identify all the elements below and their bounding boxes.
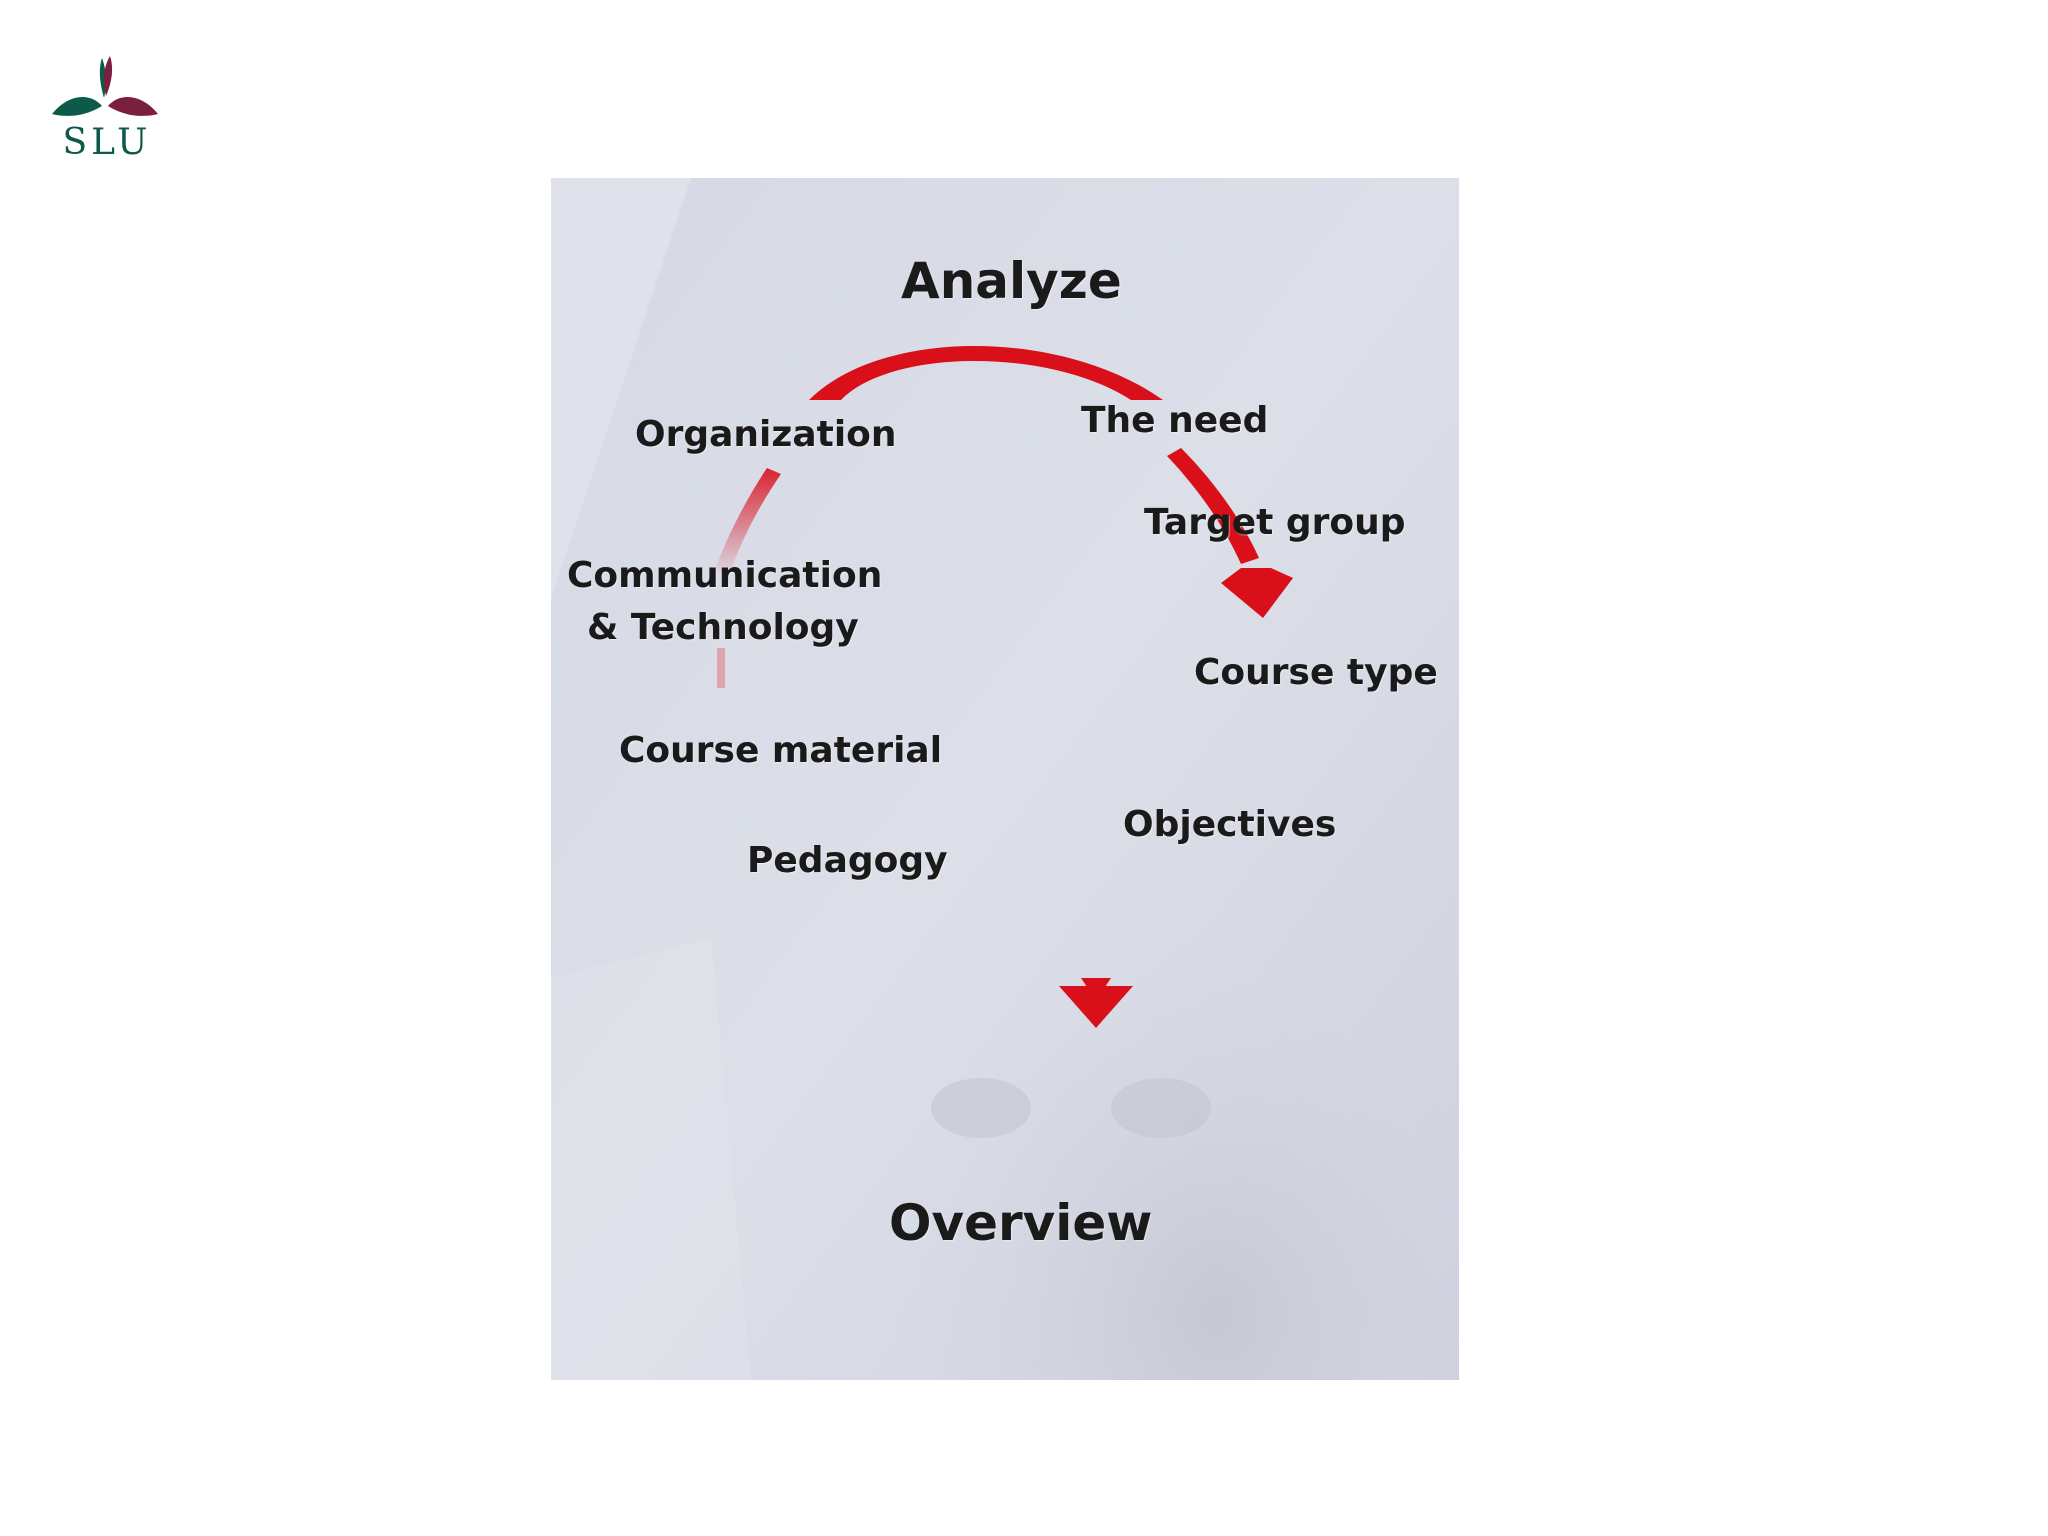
diagram-background xyxy=(551,178,1459,1380)
label-course-material: Course material xyxy=(619,730,943,771)
label-the-need: The need xyxy=(1081,400,1269,441)
arc-top xyxy=(809,346,1163,400)
analyze-diagram: Analyze Organization The need Target gro… xyxy=(551,178,1459,1380)
arrow-down xyxy=(1059,986,1133,1028)
arrow-head-right xyxy=(1221,568,1293,618)
label-course-type: Course type xyxy=(1194,652,1438,693)
diagram-title: Analyze xyxy=(901,252,1122,310)
arc-left xyxy=(715,468,781,576)
label-technology: & Technology xyxy=(587,607,859,648)
label-organization: Organization xyxy=(635,414,897,455)
diagram-footer-overview: Overview xyxy=(889,1194,1153,1252)
label-target-group: Target group xyxy=(1144,502,1406,543)
label-communication-technology: Communication & Technology xyxy=(567,550,882,654)
slu-leaf-icon xyxy=(52,56,158,116)
label-objectives: Objectives xyxy=(1123,804,1337,845)
label-communication: Communication xyxy=(567,555,883,596)
logo-text: SLU xyxy=(62,122,152,163)
slu-logo: SLU xyxy=(50,50,164,170)
label-pedagogy: Pedagogy xyxy=(747,840,948,881)
arc-right xyxy=(1167,448,1259,564)
